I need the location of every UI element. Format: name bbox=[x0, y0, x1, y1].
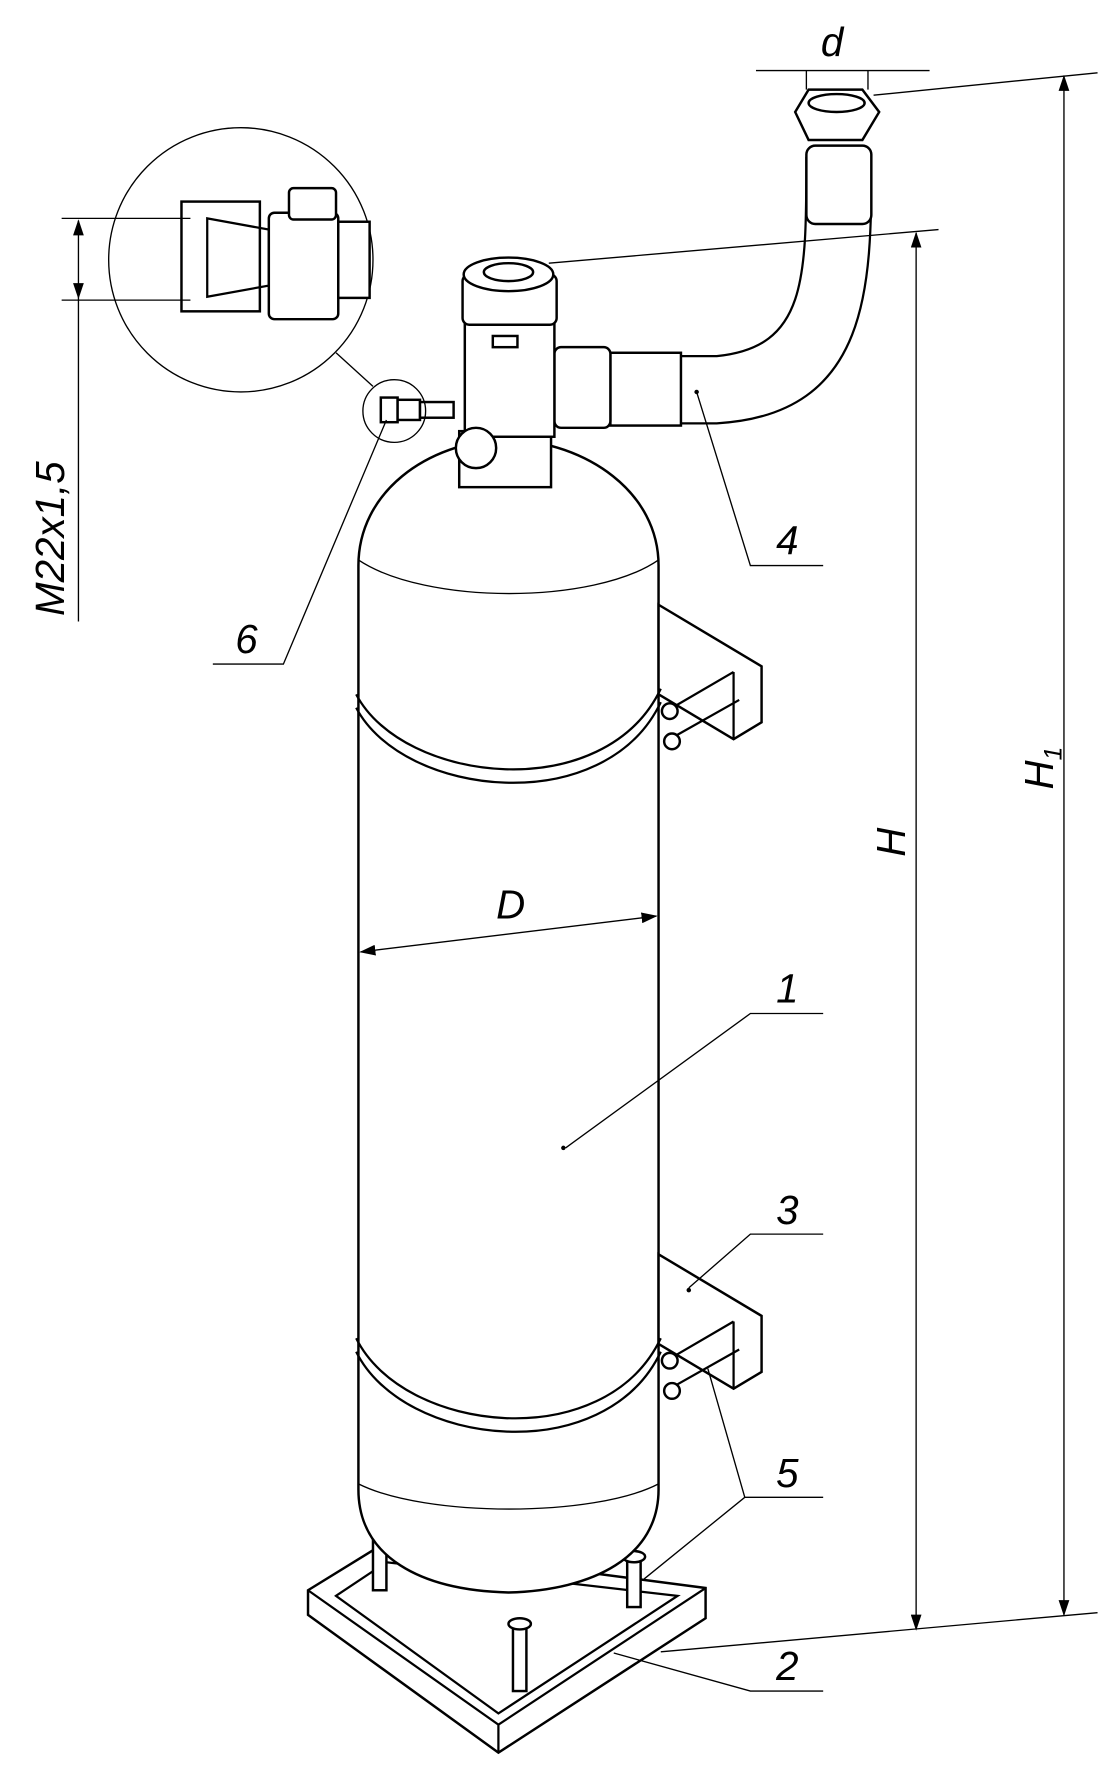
dim-H-label: H bbox=[869, 827, 914, 857]
callout-3: 3 bbox=[776, 1188, 799, 1233]
dimension-lines bbox=[61, 69, 1098, 1653]
vessel-body bbox=[357, 437, 660, 1594]
pressure-fitting bbox=[335, 352, 455, 444]
callout-leaders bbox=[212, 391, 824, 1692]
discharge-pipe bbox=[553, 88, 881, 430]
shutoff-valve bbox=[454, 256, 558, 489]
callout-1: 1 bbox=[776, 966, 798, 1011]
callout-6: 6 bbox=[235, 617, 258, 662]
callout-2: 2 bbox=[775, 1644, 798, 1689]
dim-d-label: d bbox=[821, 20, 845, 65]
detail-view bbox=[108, 126, 374, 393]
callout-4: 4 bbox=[776, 518, 798, 563]
dim-D-label: D bbox=[496, 882, 525, 927]
dim-H1-subscript: 1 bbox=[1041, 747, 1068, 761]
thread-label: M22x1,5 bbox=[28, 461, 73, 616]
callout-5: 5 bbox=[776, 1451, 799, 1496]
dim-H1-label: H bbox=[1017, 760, 1062, 790]
wall-bracket-upper bbox=[355, 602, 763, 784]
wall-bracket-lower bbox=[355, 1252, 763, 1433]
